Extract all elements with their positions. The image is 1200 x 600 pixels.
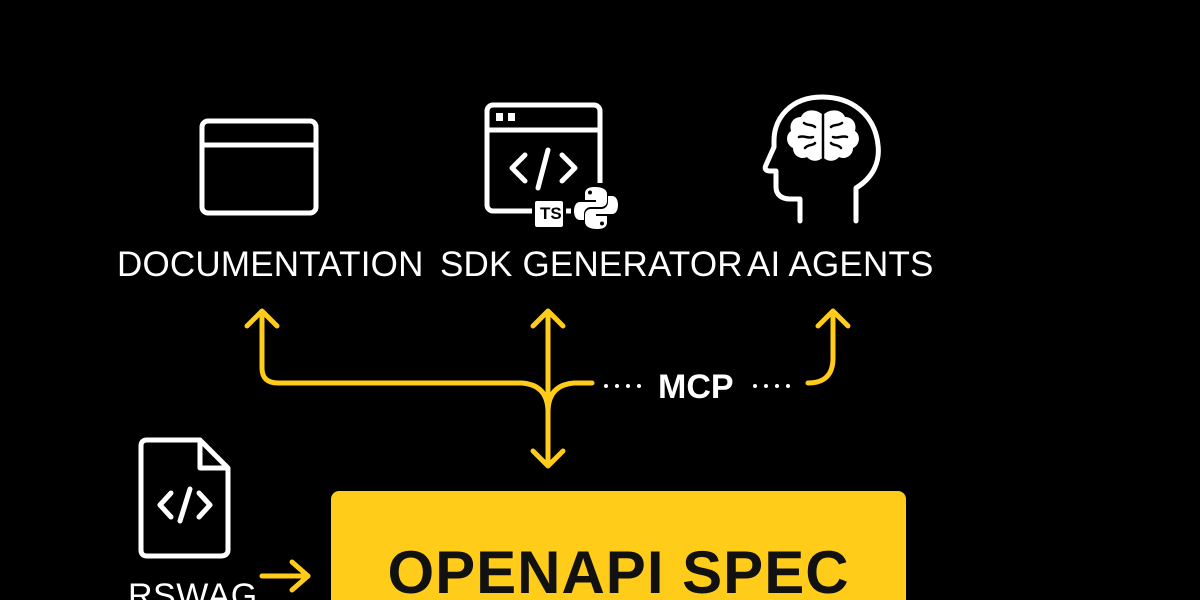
arrowhead-documentation [244, 308, 280, 329]
ai-agents-label: AI AGENTS [747, 245, 934, 284]
curve-to-mcp [545, 380, 595, 415]
ts-badge [532, 198, 566, 230]
arrowhead-rswag-to-spec [289, 559, 311, 593]
openapi-spec-box: OPENAPI SPEC [331, 491, 906, 600]
arrow-to-documentation [259, 309, 551, 415]
documentation-label: DOCUMENTATION [117, 245, 424, 284]
code-window-icon [484, 102, 603, 230]
arrowhead-spec [530, 448, 566, 469]
rswag-label: RSWAG [128, 577, 258, 600]
code-file-icon [138, 437, 231, 559]
arrowhead-sdk [530, 308, 566, 329]
mcp-label: MCP [658, 368, 734, 406]
openapi-spec-label: OPENAPI SPEC [387, 539, 850, 600]
ts-badge-label: TS [540, 204, 562, 223]
arrowhead-ai-agents [815, 308, 851, 329]
sdk-generator-label: SDK GENERATOR [440, 245, 743, 284]
browser-window-icon [199, 118, 319, 216]
arrow-to-ai-agents [805, 309, 836, 386]
python-logo-icon [571, 183, 621, 233]
brain-icon [787, 110, 859, 161]
head-brain-icon [762, 94, 881, 224]
